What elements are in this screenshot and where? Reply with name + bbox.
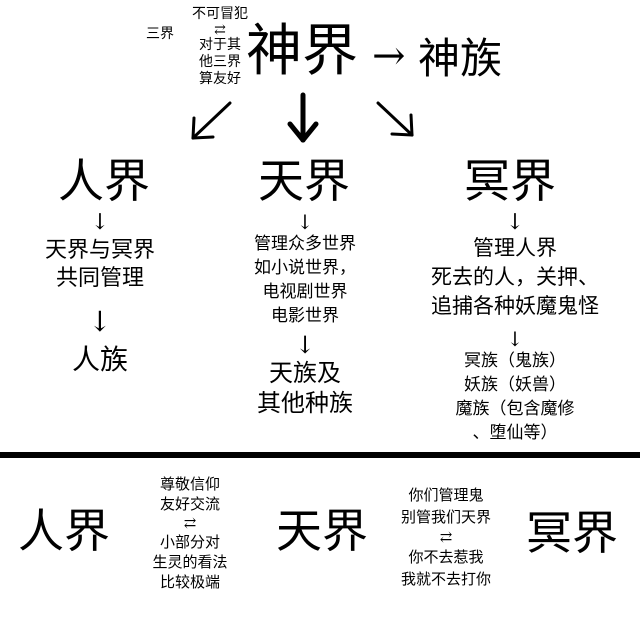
renjie-tianjie-relation: 尊敬信仰 友好交流 ⇄ 小部分对 生灵的看法 比较极端 [140, 474, 240, 592]
bottom-renjie-title: 人界 [18, 504, 110, 558]
bottom-mingjie-title: 冥界 [526, 506, 618, 560]
tianjie-desc-line: 管理众多世界 [254, 234, 356, 254]
relation-line: 对于其 [199, 37, 241, 53]
tianjie-title: 天界 [258, 154, 350, 208]
relation-line: 你不去惹我 [408, 548, 484, 566]
renjie-race: 人族 [71, 343, 128, 376]
tianjie-desc-line: 电视剧世界 [262, 282, 348, 302]
down-arrow-icon: ↓ [90, 210, 110, 235]
mingjie-title: 冥界 [464, 154, 556, 208]
tianjie-race-line: 其他种族 [257, 389, 353, 417]
renjie-title: 人界 [58, 154, 150, 208]
relation-line: 小部分对 [159, 533, 220, 551]
down-arrow-icon: ↓ [506, 327, 524, 351]
exchange-icon: ⇄ [439, 528, 453, 546]
exchange-icon: ⇄ [214, 22, 226, 38]
arrow-shenjie-to-tianjie [287, 92, 319, 143]
arrow-right-icon: → [372, 33, 406, 79]
tianjie-desc-line: 如小说世界， [254, 258, 356, 278]
shenzu-label: 神族 [418, 34, 503, 83]
down-arrow-icon: ↓ [505, 210, 525, 235]
relation-line: 生灵的看法 [152, 553, 228, 571]
tianjie-race-line: 天族及 [269, 359, 341, 387]
arrow-shenjie-to-renjie [191, 101, 232, 140]
relation-line: 尊敬信仰 [159, 475, 220, 493]
mingjie-desc-line: 追捕各种妖魔鬼怪 [431, 294, 599, 318]
renjie-column: ↓ 天界与冥界 共同管理 ↓ 人族 [20, 212, 180, 374]
mingjie-column: ↓ 管理人界 死去的人，关押、 追捕各种妖魔鬼怪 ↓ 冥族（鬼族） 妖族（妖兽）… [400, 212, 630, 442]
shenjie-title: 神界 [246, 19, 358, 84]
down-arrow-icon: ↓ [296, 210, 314, 234]
sanjie-label: 三界 [146, 26, 174, 42]
down-arrow-icon: ↓ [294, 331, 316, 359]
relation-line: 算友好 [199, 71, 241, 87]
renjie-desc-line: 天界与冥界 [44, 238, 155, 263]
arrow-shenjie-to-mingjie [376, 101, 414, 137]
section-divider [0, 452, 640, 458]
relation-line: 你们管理鬼 [408, 486, 484, 504]
sanjie-shenjie-relation: 不可冒犯 ⇄ 对于其 他三界 算友好 [192, 6, 248, 88]
relation-line: 友好交流 [159, 495, 220, 513]
exchange-icon: ⇄ [183, 514, 197, 532]
mingjie-race-line: 冥族（鬼族） [464, 351, 566, 371]
mingjie-race-line: 妖族（妖兽） [464, 375, 566, 395]
relation-line: 我就不去打你 [400, 570, 491, 588]
tianjie-column: ↓ 管理众多世界 如小说世界， 电视剧世界 电影世界 ↓ 天族及 其他种族 [220, 212, 390, 415]
mingjie-race-line: 、堕仙等） [472, 423, 558, 443]
relation-line: 不可冒犯 [192, 6, 248, 22]
relation-line: 他三界 [199, 54, 241, 70]
relation-line: 比较极端 [159, 573, 220, 591]
relation-line: 别管我们天界 [400, 508, 491, 526]
tianjie-desc-line: 电影世界 [271, 306, 339, 326]
mingjie-desc-line: 死去的人，关押、 [431, 265, 599, 289]
bottom-tianjie-title: 天界 [276, 504, 368, 558]
tianjie-mingjie-relation: 你们管理鬼 别管我们天界 ⇄ 你不去惹我 我就不去打你 [380, 484, 512, 590]
mingjie-desc-line: 管理人界 [473, 236, 557, 260]
mingjie-race-line: 魔族（包含魔修 [455, 399, 575, 419]
down-arrow-icon: ↓ [88, 305, 112, 338]
renjie-desc-line: 共同管理 [55, 266, 144, 291]
